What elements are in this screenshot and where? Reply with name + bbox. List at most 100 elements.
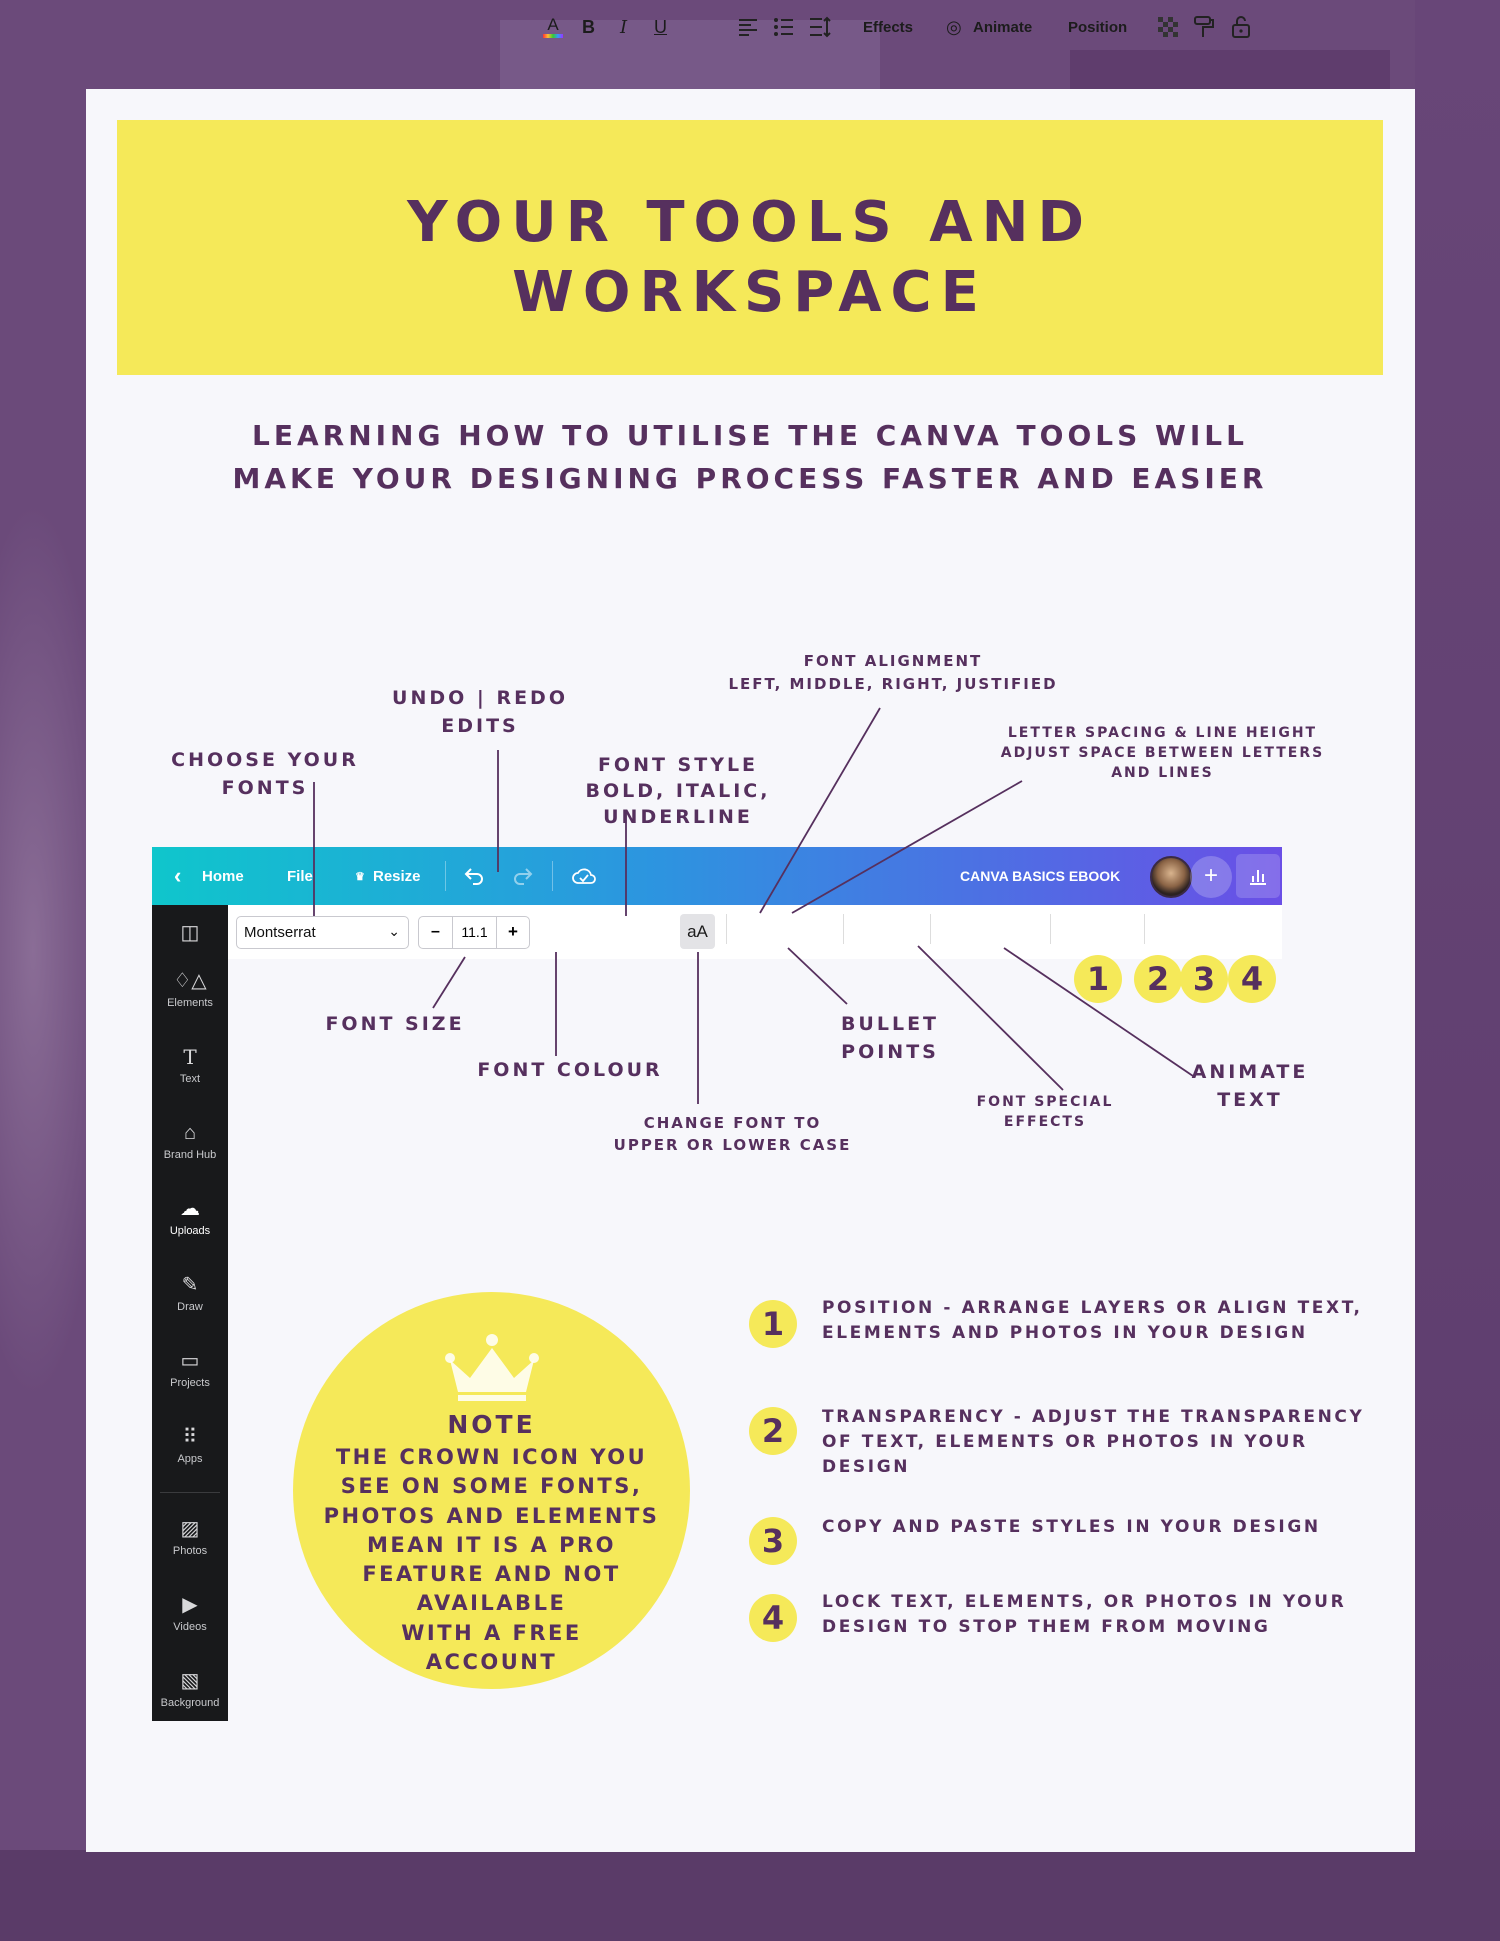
stepper-divider <box>452 917 453 948</box>
label-change-case: CHANGE FONT TO UPPER OR LOWER CASE <box>613 1114 852 1154</box>
toolbar-divider <box>1050 914 1051 944</box>
label-undo-redo: UNDO | REDO EDITS <box>392 687 568 737</box>
layout-icon: ◫ <box>180 922 200 944</box>
background-floor <box>0 1850 1500 1941</box>
toolbar-divider <box>726 914 727 944</box>
animate-button[interactable]: Animate <box>973 18 1033 36</box>
item-text-3: COPY AND PASTE STYLES IN YOUR DESIGN <box>822 1517 1321 1537</box>
case-button[interactable]: aA <box>680 914 715 949</box>
sidebar-item-background[interactable]: ▧Background <box>152 1669 228 1709</box>
font-size-stepper[interactable]: – 11.1 + <box>418 916 530 949</box>
topbar-divider <box>445 861 446 891</box>
number-badge-1: 1 <box>1074 955 1122 1003</box>
video-icon: ▶ <box>182 1594 198 1616</box>
item-text-2: TRANSPARENCY - ADJUST THE TRANSPARENCY O… <box>822 1407 1365 1477</box>
label-animate-text: ANIMATE TEXT <box>1191 1061 1309 1111</box>
upload-icon: ☁ <box>180 1198 200 1220</box>
transparency-icon[interactable] <box>1157 0 1179 54</box>
number-badge-2: 2 <box>1134 955 1182 1003</box>
sidebar-item-apps[interactable]: ⠿Apps <box>152 1425 228 1465</box>
bar-chart-icon[interactable] <box>1236 854 1280 898</box>
brand-icon: ⌂ <box>183 1122 197 1144</box>
elements-icon: ♢△ <box>173 970 207 992</box>
crown-icon <box>442 1330 542 1402</box>
chevron-down-icon: ⌄ <box>388 923 400 939</box>
paint-roller-icon[interactable] <box>1193 0 1215 54</box>
stepper-divider <box>496 917 497 948</box>
note-body: THE CROWN ICON YOU SEE ON SOME FONTS, PH… <box>323 1445 660 1675</box>
document-title[interactable]: CANVA BASICS EBOOK <box>960 868 1121 884</box>
toolbar-divider <box>1144 914 1145 944</box>
folder-icon: ▭ <box>180 1350 200 1372</box>
toolbar-divider <box>843 914 844 944</box>
number-badge-3: 3 <box>1180 955 1228 1003</box>
item-text-1: POSITION - ARRANGE LAYERS OR ALIGN TEXT,… <box>822 1298 1363 1343</box>
topbar-divider <box>552 861 553 891</box>
sidebar-item-uploads[interactable]: ☁Uploads <box>152 1197 228 1237</box>
font-dropdown[interactable]: Montserrat ⌄ <box>236 916 409 949</box>
label-letter-spacing: LETTER SPACING & LINE HEIGHT ADJUST SPAC… <box>1000 725 1325 781</box>
page-subtitle: LEARNING HOW TO UTILISE THE CANVA TOOLS … <box>232 419 1268 495</box>
chevron-left-icon[interactable]: ‹ <box>174 863 182 888</box>
animate-icon: ◎ <box>946 16 962 37</box>
sidebar-item-layout[interactable]: ◫ <box>152 921 228 949</box>
undo-icon[interactable] <box>462 847 486 905</box>
effects-button[interactable]: Effects <box>863 18 914 36</box>
home-button[interactable]: Home <box>202 867 244 885</box>
background-icon: ▧ <box>180 1670 200 1692</box>
label-font-size: FONT SIZE <box>325 1013 465 1035</box>
sidebar-item-projects[interactable]: ▭Projects <box>152 1349 228 1389</box>
text-colour-icon[interactable]: A <box>543 0 563 54</box>
background-wall <box>1415 0 1500 1941</box>
label-font-alignment: FONT ALIGNMENT LEFT, MIDDLE, RIGHT, JUST… <box>728 652 1058 693</box>
text-icon: T <box>183 1045 197 1069</box>
label-bullet-points: BULLET POINTS <box>840 1013 940 1063</box>
redo-icon[interactable] <box>511 847 535 905</box>
font-size-input[interactable]: 11.1 <box>461 924 488 940</box>
sidebar-item-brand-hub[interactable]: ⌂Brand Hub <box>152 1121 228 1161</box>
italic-button[interactable]: I <box>620 16 628 38</box>
item-number-2: 2 <box>749 1407 797 1455</box>
number-badge-4: 4 <box>1228 955 1276 1003</box>
sidebar-item-videos[interactable]: ▶Videos <box>152 1593 228 1633</box>
lock-icon[interactable] <box>1230 0 1252 54</box>
item-number-1: 1 <box>749 1300 797 1348</box>
label-special-effects: FONT SPECIAL EFFECTS <box>976 1094 1114 1130</box>
title-banner <box>117 120 1383 375</box>
item-number-4: 4 <box>749 1594 797 1642</box>
editor-topbar: ‹ Home File ♛ Resize CANVA BASICS EBOOK … <box>152 847 1282 905</box>
cloud-check-icon[interactable] <box>571 847 597 905</box>
sidebar-item-draw[interactable]: ✎Draw <box>152 1273 228 1313</box>
plus-icon[interactable]: + <box>1190 856 1232 898</box>
label-choose-fonts: CHOOSE YOUR FONTS <box>171 749 359 799</box>
resize-button[interactable]: Resize <box>373 867 421 885</box>
item-text-4: LOCK TEXT, ELEMENTS, OR PHOTOS IN YOUR D… <box>822 1592 1347 1637</box>
page-title: YOUR TOOLS AND WORKSPACE <box>407 190 1093 325</box>
photo-icon: ▨ <box>180 1518 200 1540</box>
apps-icon: ⠿ <box>182 1426 198 1448</box>
position-button[interactable]: Position <box>1068 18 1128 36</box>
underline-button[interactable]: U <box>654 16 667 37</box>
label-font-style: FONT STYLE BOLD, ITALIC, UNDERLINE <box>585 754 771 828</box>
toolbar-divider <box>930 914 931 944</box>
crown-icon: ♛ <box>355 870 365 883</box>
draw-icon: ✎ <box>181 1274 199 1296</box>
bold-button[interactable]: B <box>582 16 595 37</box>
sidebar-item-elements[interactable]: ♢△Elements <box>152 969 228 1009</box>
spacing-icon[interactable] <box>808 0 832 54</box>
background-frame <box>500 20 880 100</box>
sidebar-item-photos[interactable]: ▨Photos <box>152 1517 228 1557</box>
bullet-list-icon[interactable] <box>773 0 795 54</box>
align-left-icon[interactable] <box>737 0 759 54</box>
note-heading: NOTE <box>447 1410 536 1439</box>
avatar[interactable] <box>1150 856 1192 898</box>
size-decrease-button[interactable]: – <box>431 923 440 940</box>
label-font-colour: FONT COLOUR <box>477 1059 663 1081</box>
size-increase-button[interactable]: + <box>508 922 518 941</box>
font-dropdown-value: Montserrat <box>244 924 316 941</box>
item-number-3: 3 <box>749 1517 797 1565</box>
file-menu[interactable]: File <box>287 867 313 885</box>
sidebar-divider <box>160 1492 220 1493</box>
